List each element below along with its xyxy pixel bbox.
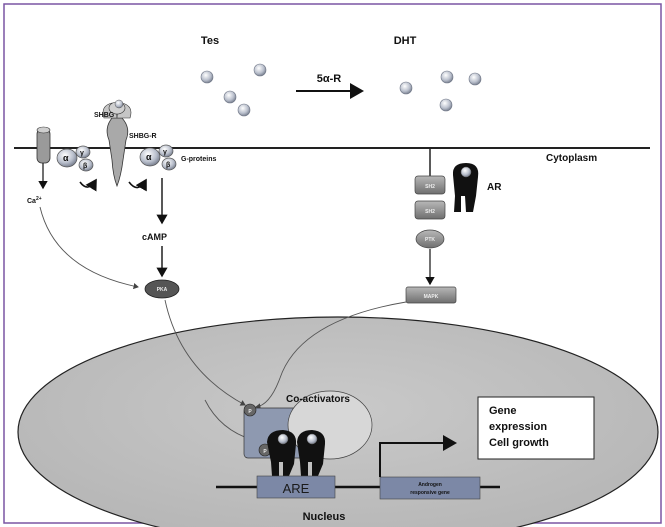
are-element bbox=[256, 475, 336, 499]
androgen-responsive-gene bbox=[379, 476, 481, 500]
gene-expression-line-1: Gene bbox=[489, 405, 517, 417]
calcium-channel-top bbox=[36, 126, 51, 134]
sh2-bottom-label: SH2 bbox=[425, 209, 435, 215]
ar-monomer-left bbox=[267, 430, 297, 476]
gene-expression-line-3: Cell growth bbox=[489, 437, 549, 449]
ar-monomer-right bbox=[297, 430, 326, 476]
ptk-enzyme bbox=[415, 229, 445, 249]
bound-steroid bbox=[114, 99, 124, 109]
pka-to-coactivator-arrow bbox=[164, 299, 246, 406]
shbg-receptor bbox=[102, 99, 132, 188]
g-gamma-subunit bbox=[75, 145, 91, 159]
camp-label: cAMP bbox=[142, 232, 167, 242]
five-alpha-r-label: 5α-R bbox=[317, 73, 342, 85]
testosterone-molecules bbox=[200, 63, 267, 117]
phospho-bottom-label: P bbox=[263, 449, 267, 455]
calcium-text: Ca bbox=[27, 198, 36, 205]
beta-label: β bbox=[166, 162, 171, 169]
transcription-arrow bbox=[379, 435, 457, 477]
calcium-to-pka-arrow bbox=[39, 206, 139, 290]
cytoplasm-label: Cytoplasm bbox=[546, 153, 597, 164]
gamma-label: γ bbox=[163, 149, 167, 156]
calcium-charge: 2+ bbox=[36, 196, 42, 202]
dht-molecule bbox=[399, 81, 413, 95]
g-protein-activation-arrow-left bbox=[79, 178, 97, 192]
sh2-domain-top bbox=[414, 175, 446, 195]
alpha-label: α bbox=[146, 152, 152, 162]
testosterone-molecule bbox=[237, 103, 251, 117]
g-protein-activation-arrow-right bbox=[128, 178, 147, 192]
co-activators-label: Co-activators bbox=[286, 394, 350, 405]
mapk-to-coactivator-arrow bbox=[255, 301, 407, 410]
sh2-top-label: SH2 bbox=[425, 184, 435, 190]
dht-molecule bbox=[468, 72, 482, 86]
dht-molecule bbox=[440, 70, 454, 84]
androgen-gene-label-1: Androgen bbox=[418, 482, 442, 488]
beta-label: β bbox=[83, 163, 88, 170]
sh2-domain-bottom bbox=[414, 200, 446, 220]
androgen-gene-label-2: responsive gene bbox=[410, 490, 450, 496]
dht-molecules bbox=[399, 70, 482, 112]
ptk-label: PTK bbox=[425, 237, 435, 243]
g-proteins-label: G-proteins bbox=[181, 156, 216, 163]
shbg-r-label: SHBG-R bbox=[129, 133, 157, 140]
ar-dimer bbox=[267, 430, 326, 476]
g-alpha-subunit bbox=[56, 148, 78, 168]
mapk-enzyme bbox=[405, 286, 457, 304]
bound-androgen bbox=[460, 166, 472, 178]
dht-molecule bbox=[439, 98, 453, 112]
gene-expression-box bbox=[477, 396, 595, 460]
calcium-label: Ca2+ bbox=[27, 196, 42, 205]
mapk-label: MAPK bbox=[424, 294, 439, 300]
pka-enzyme bbox=[144, 279, 180, 299]
bound-androgen bbox=[306, 433, 318, 445]
testosterone-molecule bbox=[223, 90, 237, 104]
nucleus-label: Nucleus bbox=[303, 511, 346, 523]
testosterone-molecule bbox=[200, 70, 214, 84]
pka-label: PKA bbox=[157, 287, 168, 293]
are-label: ARE bbox=[283, 481, 310, 496]
phospho-site-top bbox=[243, 403, 257, 417]
g-alpha-subunit bbox=[139, 147, 161, 167]
g-protein-complex-left: α γ β bbox=[56, 145, 94, 172]
calcium-channel bbox=[36, 126, 51, 164]
dht-label: DHT bbox=[394, 35, 417, 47]
bound-androgen bbox=[277, 433, 289, 445]
g-protein-complex-right: α γ β bbox=[139, 144, 177, 171]
androgen-receptor-body bbox=[452, 163, 479, 212]
ar-label: AR bbox=[487, 182, 502, 193]
testosterone-molecule bbox=[253, 63, 267, 77]
g-gamma-subunit bbox=[158, 144, 174, 158]
tes-label: Tes bbox=[201, 35, 219, 47]
androgen-receptor bbox=[452, 163, 479, 212]
g-beta-subunit bbox=[161, 157, 177, 171]
shbg-label: SHBG bbox=[94, 112, 115, 119]
alpha-label: α bbox=[63, 153, 69, 163]
gamma-label: γ bbox=[80, 150, 84, 157]
calcium-channel-body bbox=[36, 128, 51, 164]
shbg-receptor-body bbox=[106, 117, 129, 188]
g-beta-subunit bbox=[78, 158, 94, 172]
gene-expression-line-2: expression bbox=[489, 421, 547, 433]
phospho-top-label: P bbox=[248, 409, 252, 415]
